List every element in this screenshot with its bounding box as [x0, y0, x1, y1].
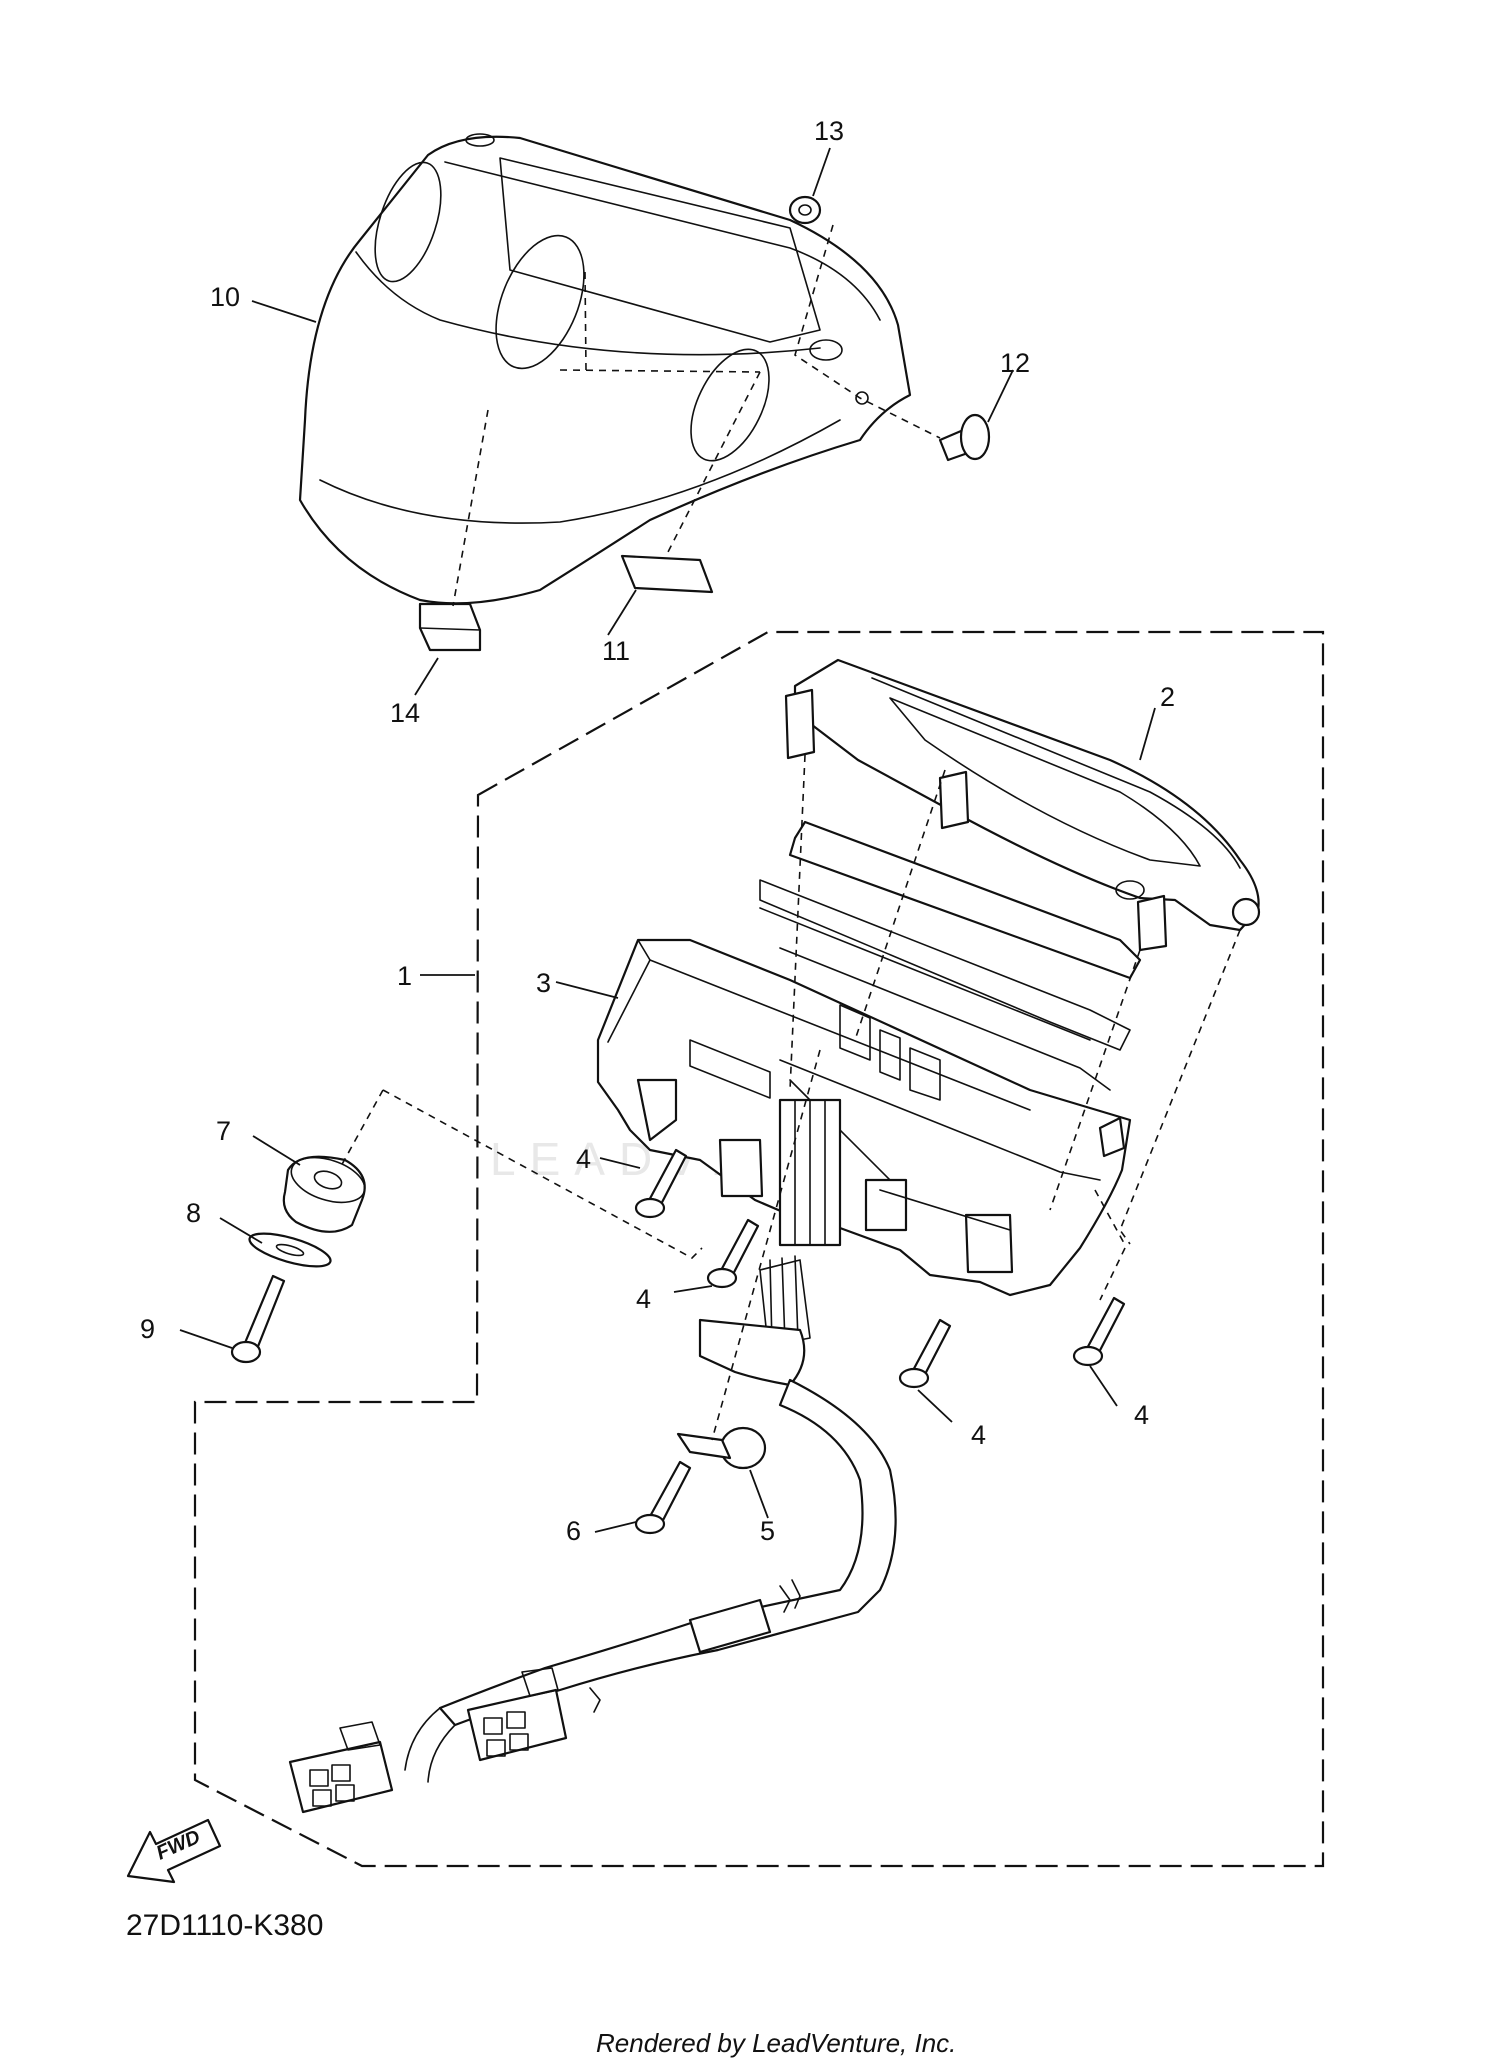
fwd-arrow-icon: FWD	[126, 1818, 222, 1884]
callout-4b: 4	[636, 1284, 651, 1314]
mount-grommet	[282, 1155, 366, 1233]
case-screw-d	[1072, 1296, 1126, 1367]
case-screw-c	[898, 1318, 952, 1389]
harness-connector-left	[288, 1721, 394, 1814]
meter-upper-case	[784, 658, 1261, 952]
case-screw-a	[634, 1148, 688, 1219]
callout-3: 3	[536, 968, 551, 998]
washer	[248, 1232, 332, 1268]
callout-13: 13	[814, 116, 844, 146]
render-credit: Rendered by LeadVenture, Inc.	[596, 2028, 956, 2058]
callout-6: 6	[566, 1516, 581, 1546]
callout-8: 8	[186, 1198, 201, 1228]
meter-circuit-board	[759, 820, 1142, 1091]
callout-10: 10	[210, 282, 240, 312]
diagram-code: 27D1110-K380	[126, 1909, 323, 1942]
callout-4d: 4	[1134, 1400, 1149, 1430]
cover-grommet	[788, 195, 822, 225]
callout-4c: 4	[971, 1420, 986, 1450]
callout-11: 11	[602, 636, 630, 666]
connector-ribbon	[759, 1098, 842, 1347]
harness-connector-right	[466, 1667, 568, 1762]
case-screw-b	[706, 1218, 760, 1289]
clamp-screw	[634, 1460, 692, 1535]
callout-1: 1	[397, 961, 412, 991]
callout-9: 9	[140, 1314, 155, 1344]
harness-clamp	[676, 1426, 767, 1470]
callout-2: 2	[1160, 682, 1175, 712]
mount-bolt	[230, 1274, 286, 1364]
meter-lower-case	[596, 938, 1132, 1297]
assembly-group-outline	[193, 630, 1325, 1868]
callout-5: 5	[760, 1516, 775, 1546]
callout-14: 14	[390, 698, 420, 728]
callout-4a: 4	[576, 1144, 591, 1174]
wire-harness	[404, 1318, 897, 1783]
callout-12: 12	[1000, 348, 1030, 378]
cover-damper	[418, 602, 482, 652]
callout-7: 7	[216, 1116, 231, 1146]
cover-screw	[938, 413, 991, 462]
meter-cover-strip	[620, 554, 714, 594]
